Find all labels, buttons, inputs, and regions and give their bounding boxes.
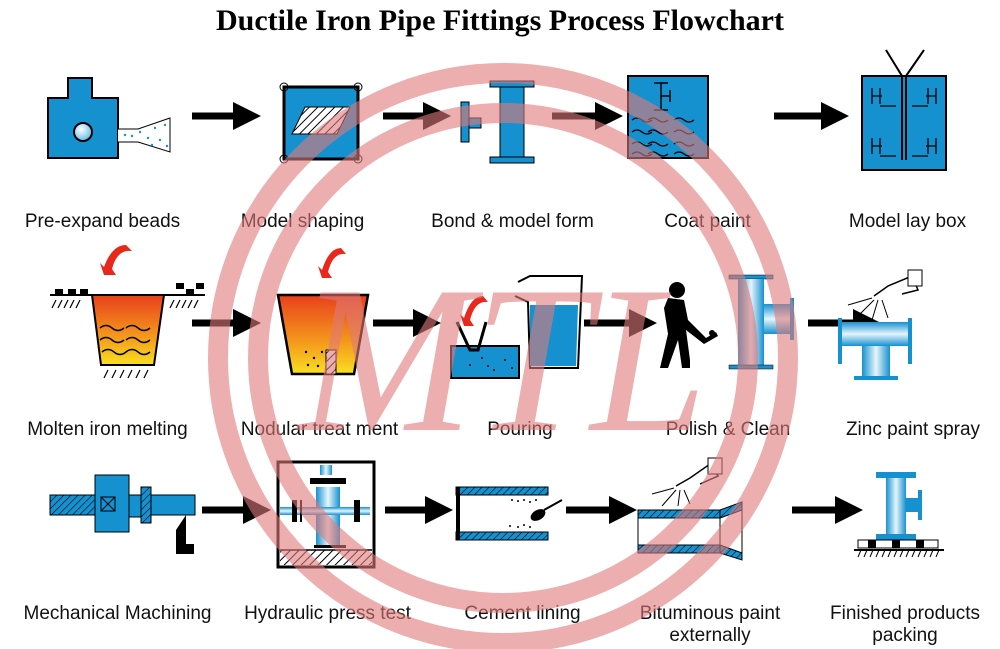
step-label: Polish & Clean (665, 419, 791, 440)
step-label: Model shaping (240, 211, 365, 232)
tee-fitting-icon (728, 274, 794, 370)
worker-grinding-icon (660, 282, 718, 368)
mold-press-icon (279, 82, 363, 164)
coating-tank-icon (627, 75, 709, 159)
step-label: Model lay box (848, 211, 967, 232)
step-label: Pouring (487, 419, 553, 440)
step-label: Bond & model form (431, 211, 594, 232)
bitumen-spray-icon (637, 457, 743, 561)
diagram-title: Ductile Iron Pipe Fittings Process Flowc… (216, 4, 784, 37)
cement-lining-icon (455, 486, 563, 541)
pouring-icon (450, 275, 584, 379)
press-test-icon (276, 460, 376, 569)
lathe-icon (49, 474, 196, 554)
spray-gun-icon (838, 269, 923, 380)
step-label: Hydraulic press test (244, 603, 411, 624)
step-label: Coat paint (664, 211, 751, 232)
step-label: Mechanical Machining (23, 603, 212, 624)
ladle-icon (276, 248, 370, 376)
sand-box-icon (861, 49, 947, 171)
bead-expander-icon (47, 77, 171, 159)
step-label: Nodular treat ment (240, 419, 399, 440)
step-label: Zinc paint spray (845, 419, 981, 440)
step-label: Pre-expand beads (24, 211, 181, 232)
step-label: Finished products packing (830, 603, 980, 646)
step-label: Cement lining (464, 603, 581, 624)
step-label: Molten iron melting (27, 419, 188, 440)
pipe-model-icon (460, 80, 535, 164)
furnace-icon (50, 245, 205, 379)
step-label: Bituminous paint externally (639, 603, 781, 646)
pallet-icon (854, 472, 944, 558)
